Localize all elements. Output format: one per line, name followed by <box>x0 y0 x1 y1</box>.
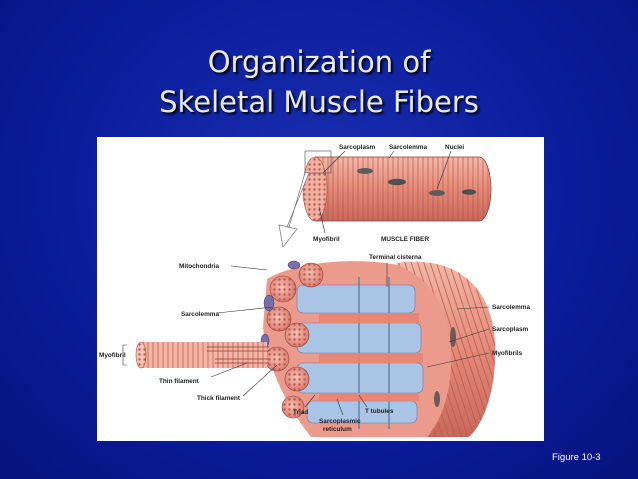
label-sarcoplasm-right: Sarcoplasm <box>492 326 529 333</box>
label-t-tubules: T tubules <box>365 408 394 415</box>
label-thin-filament: Thin filament <box>159 378 200 385</box>
label-triad: Triad <box>293 409 308 416</box>
muscle-fiber-figure: Sarcoplasm Sarcolemma Nuclei Myofibril M… <box>97 137 544 441</box>
fiber-cross-section <box>135 260 496 437</box>
label-sarcolemma-left: Sarcolemma <box>181 311 219 318</box>
label-mitochondria: Mitochondria <box>179 263 220 270</box>
label-nuclei: Nuclei <box>445 144 464 151</box>
label-myofibril-left: Myofibril <box>99 352 126 359</box>
label-sarcoplasm: Sarcoplasm <box>339 144 376 151</box>
label-sarcolemma-top: Sarcolemma <box>389 144 427 151</box>
title-line-1: Organization of <box>207 45 431 79</box>
zoom-arrow-icon <box>278 172 310 248</box>
slide-title: Organization of Skeletal Muscle Fibers <box>0 42 638 122</box>
figure-caption: Figure 10-3 <box>552 452 601 463</box>
label-terminal-cisterna: Terminal cisterna <box>369 254 422 261</box>
muscle-fiber-cylinder <box>302 156 492 222</box>
title-line-2: Skeletal Muscle Fibers <box>159 85 479 119</box>
label-sarcoplasmic: Sarcoplasmic <box>319 418 361 425</box>
label-reticulum: reticulum <box>323 426 352 433</box>
label-myofibrils-right: Myofibrils <box>492 350 523 357</box>
label-myofibril-top: Myofibril <box>313 236 340 243</box>
label-muscle-fiber: MUSCLE FIBER <box>381 236 429 243</box>
zoom-box <box>304 150 332 174</box>
label-sarcolemma-right: Sarcolemma <box>492 304 530 311</box>
label-thick-filament: Thick filament <box>197 395 241 402</box>
muscle-fiber-diagram: Sarcoplasm Sarcolemma Nuclei Myofibril M… <box>99 144 530 437</box>
